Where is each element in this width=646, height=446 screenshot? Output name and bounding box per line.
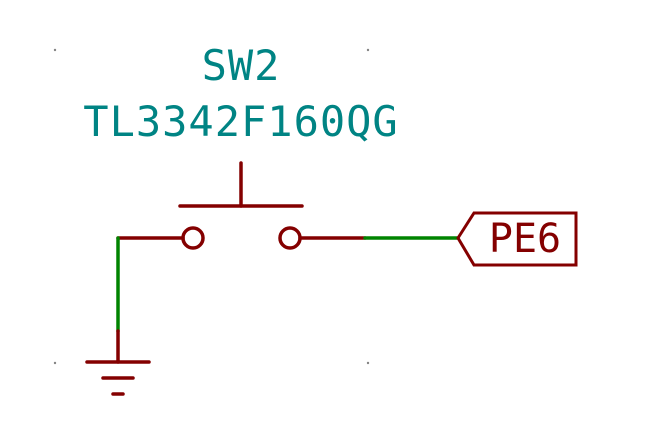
grid-dot — [366, 361, 370, 365]
grid-dot — [53, 48, 57, 52]
switch-contact-left — [181, 226, 205, 250]
switch-contact-right — [278, 226, 302, 250]
hierarchical-label-icon[interactable] — [456, 211, 578, 267]
ground-symbol-icon[interactable] — [85, 329, 151, 396]
grid-dot — [53, 361, 57, 365]
grid-dots — [53, 48, 370, 365]
component-value[interactable]: TL3342F160QG — [83, 97, 398, 146]
push-button-switch-icon[interactable] — [116, 161, 367, 250]
wires — [116, 236, 460, 333]
grid-dot — [366, 48, 370, 52]
component-reference[interactable]: SW2 — [202, 41, 281, 90]
net-label-text[interactable]: PE6 — [489, 216, 561, 262]
